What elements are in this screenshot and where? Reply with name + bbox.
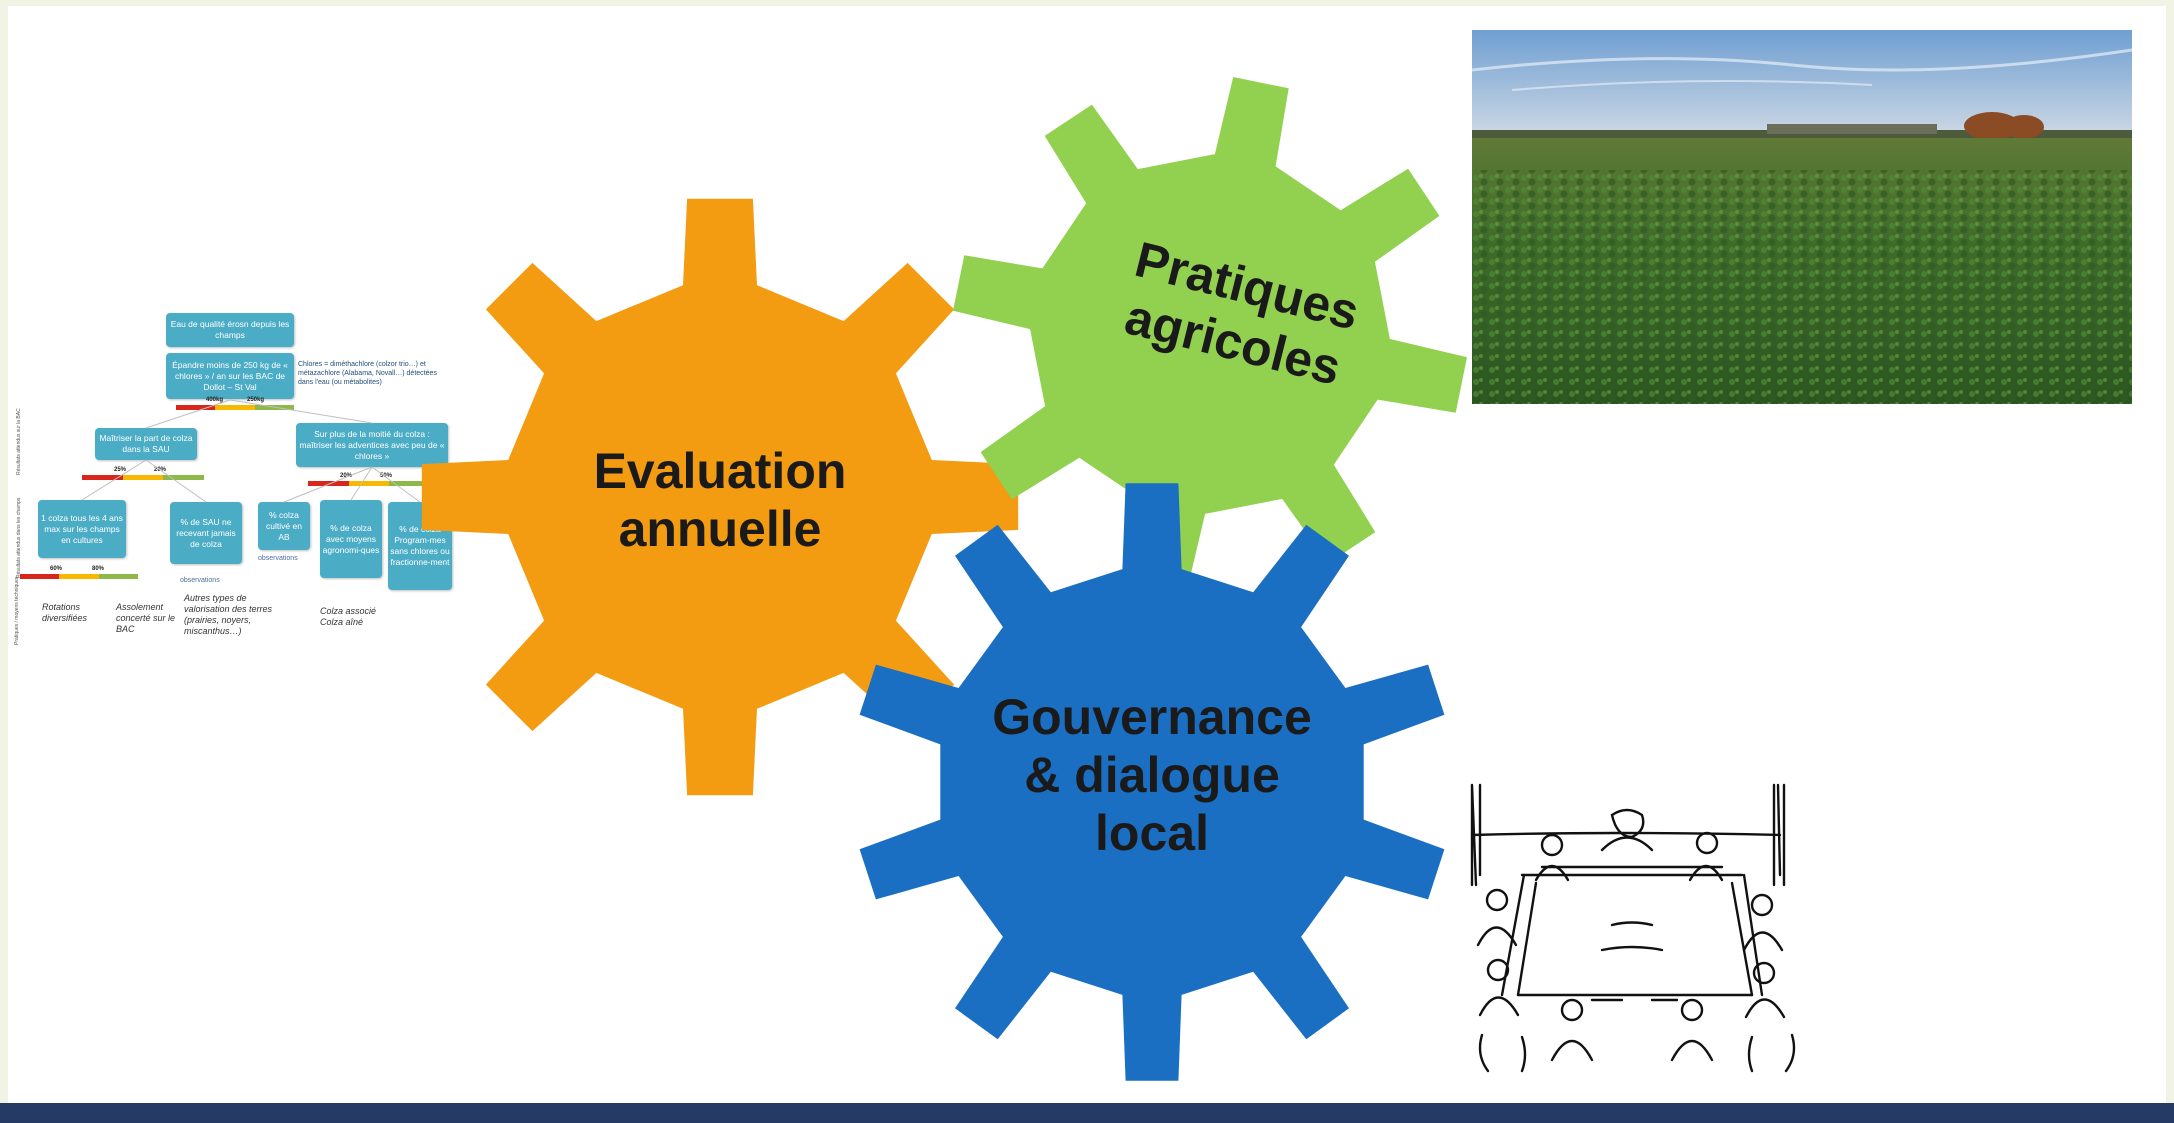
tree-leaf1-scale-label: 80%	[92, 566, 105, 572]
tree-action: Rotations diversifiées	[42, 602, 88, 623]
gouvernance-label-line: local	[1095, 805, 1209, 861]
gouvernance-gear	[859, 483, 1445, 1081]
tree-leaf: % de SAU ne recevant jamais de colza	[170, 502, 242, 564]
tree-leaf: % de colza avec moyens agronomi-ques	[320, 500, 382, 578]
tree-mid-left-scale-label: 25%	[114, 467, 127, 473]
tree-mid-left: Maîtriser la part de colza dans la SAU	[95, 428, 197, 460]
meeting-sketch	[1462, 775, 1807, 1075]
tree-connectors	[81, 399, 421, 503]
tree-action: Colza associé Colza aîné	[320, 606, 377, 627]
slide-frame-right	[2166, 0, 2174, 1103]
evaluation-gear	[421, 198, 1019, 796]
tree-action: Assolement concerté sur le BAC	[116, 602, 176, 634]
tree-level1-scale-label: 250kg	[247, 397, 265, 403]
tree-level1-scale-label: 400kg	[206, 397, 224, 403]
evaluation-gear-label: Evaluation annuelle	[540, 442, 900, 558]
tree-leaf1-scale-label: 60%	[50, 566, 63, 572]
evaluation-label-line: annuelle	[618, 501, 822, 557]
tree-mid-right: Sur plus de la moitié du colza : maîtris…	[296, 423, 448, 467]
tree-mid-right-scale-label: 50%	[380, 473, 393, 479]
pratiques-gear	[953, 77, 1467, 591]
gouvernance-gear-label: Gouvernance & dialogue local	[972, 688, 1332, 862]
tree-mid-right-scale-label: 20%	[340, 473, 353, 479]
tree-level1-note: Chlores = diméthachlore (colzor trio…) e…	[298, 361, 437, 386]
slide-frame-left	[0, 0, 8, 1103]
bottom-bar	[0, 1103, 2174, 1123]
gouvernance-label-line: & dialogue	[1024, 747, 1280, 803]
tree-mid-right-scale	[308, 481, 431, 486]
evaluation-label-line: Evaluation	[593, 443, 847, 499]
tree-action: Autres types de valorisation des terres …	[184, 593, 273, 636]
tree-root: Eau de qualité érosn depuis les champs	[166, 313, 294, 347]
slide-frame-top	[0, 0, 2174, 6]
tree-leaf: % colza cultivé en AB	[258, 502, 310, 550]
tree-leaf: 1 colza tous les 4 ans max sur les champ…	[38, 500, 126, 558]
gouvernance-label-line: Gouvernance	[992, 689, 1312, 745]
tree-leaf1-scale	[20, 574, 138, 579]
tree-leaf: % de colza Program-mes sans chlores ou f…	[388, 502, 452, 590]
field-photo	[1472, 30, 2132, 404]
tree-observation: observations	[258, 555, 298, 562]
tree-observation: observations	[180, 577, 220, 584]
tree-level1: Épandre moins de 250 kg de « chlores » /…	[166, 353, 294, 399]
objectives-tree: Eau de qualité érosn depuis les champs É…	[0, 300, 470, 660]
tree-mid-left-scale	[82, 475, 205, 480]
